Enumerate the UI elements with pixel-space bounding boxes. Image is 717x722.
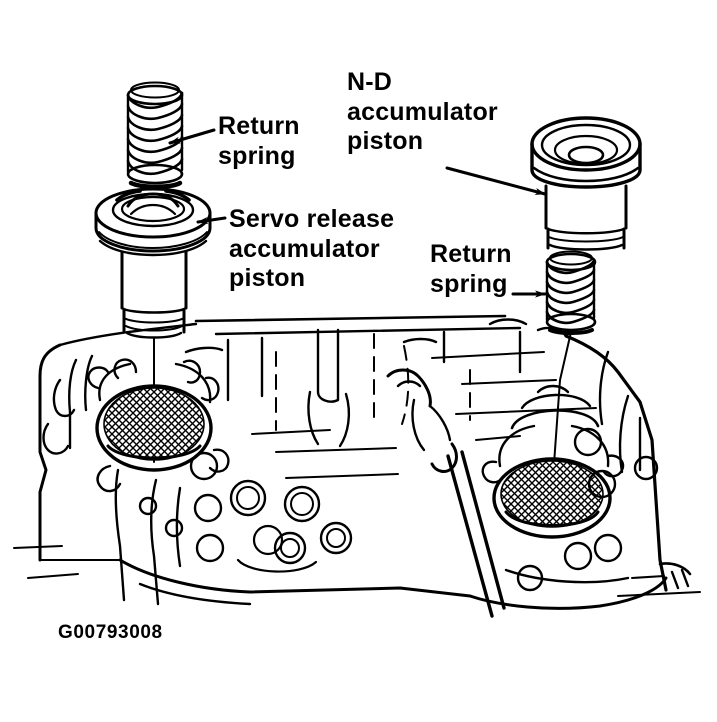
label-servo-release-line1: Servo release: [229, 205, 395, 233]
transmission-case-drawing: [13, 314, 701, 618]
label-servo-release-line2: accumulator: [229, 234, 380, 263]
leader-servo-release: [196, 216, 227, 225]
label-nd-accumulator-piston-line3: piston: [347, 127, 424, 155]
label-nd-accumulator-piston-line2: accumulator: [347, 97, 498, 126]
label-return-spring-left: Return spring: [218, 112, 300, 171]
label-nd-accumulator-piston-line1: N-D: [347, 68, 393, 96]
nd-accumulator-piston-drawing: [530, 116, 642, 251]
return-spring-left-drawing: [126, 81, 184, 189]
return-spring-right-drawing: [545, 250, 597, 335]
leader-return-spring-left: [168, 128, 216, 145]
label-return-spring-right-line1: Return: [430, 240, 512, 268]
servo-release-accumulator-piston-drawing: [94, 187, 212, 339]
label-servo-release-line3: piston: [229, 264, 306, 292]
label-return-spring-right-line2: spring: [430, 269, 508, 298]
label-return-spring-right: Return spring: [430, 240, 512, 299]
label-return-spring-left-line1: Return: [218, 112, 300, 140]
figure-caption: G00793008: [58, 622, 163, 643]
leader-nd-piston: [445, 166, 547, 196]
label-servo-release-accumulator-piston: Servo release accumulator piston: [229, 205, 394, 294]
label-nd-accumulator-piston: N-D accumulator piston: [347, 68, 498, 157]
label-return-spring-left-line2: spring: [218, 141, 296, 170]
leader-lines: [168, 128, 547, 298]
